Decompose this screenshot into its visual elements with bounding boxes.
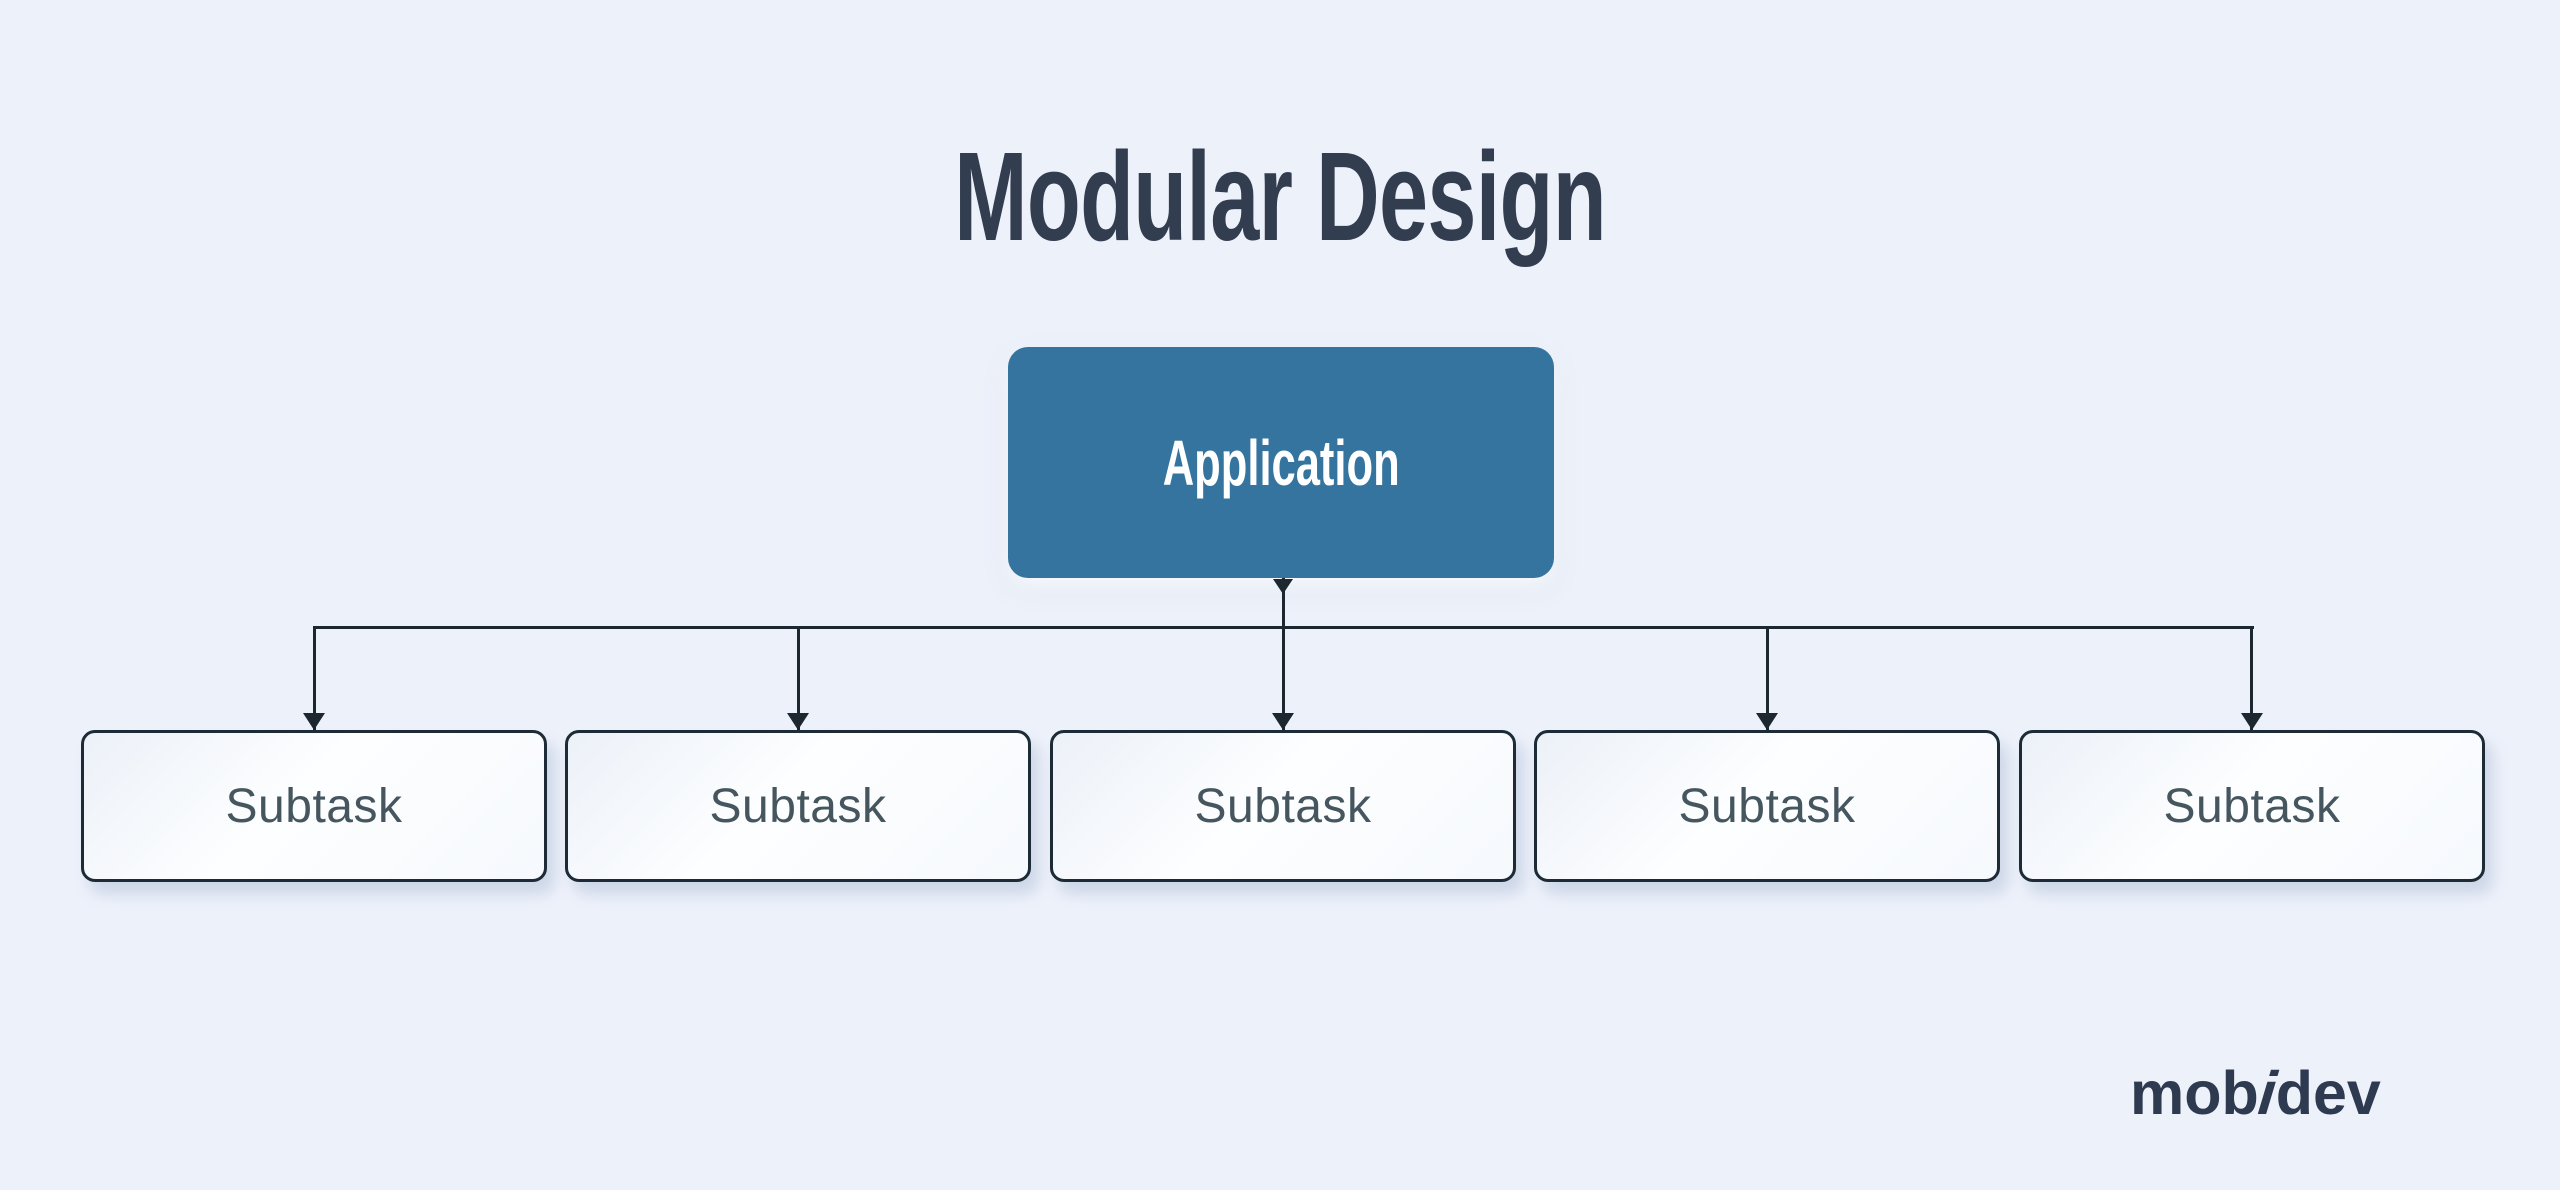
connector-drop-4 [1766, 626, 1769, 730]
mobidev-logo: mobidev [2130, 1058, 2400, 1128]
node-subtask-label: Subtask [1678, 779, 1856, 833]
connector-drop-1 [313, 626, 316, 730]
connector-drop-2 [797, 626, 800, 730]
node-subtask: Subtask [1534, 730, 2000, 882]
arrowhead-down-icon [2241, 713, 2263, 730]
arrowhead-down-icon [1756, 713, 1778, 730]
logo-prefix: mob [2130, 1059, 2259, 1127]
page-title: Modular Design [954, 126, 1606, 267]
connector-drop-5 [2250, 626, 2253, 730]
arrowhead-down-icon [1273, 579, 1293, 594]
node-application-label: Application [1162, 426, 1400, 499]
arrowhead-down-icon [787, 713, 809, 730]
node-subtask: Subtask [1050, 730, 1516, 882]
node-subtask-label: Subtask [225, 779, 403, 833]
connector-center-line [1282, 578, 1285, 730]
arrowhead-down-icon [1272, 713, 1294, 730]
node-subtask-label: Subtask [2163, 779, 2341, 833]
node-subtask: Subtask [565, 730, 1031, 882]
node-subtask: Subtask [2019, 730, 2485, 882]
node-subtask: Subtask [81, 730, 547, 882]
node-application: Application [1008, 347, 1554, 578]
node-subtask-label: Subtask [709, 779, 887, 833]
node-subtask-label: Subtask [1194, 779, 1372, 833]
logo-suffix: dev [2275, 1059, 2381, 1127]
arrowhead-down-icon [303, 713, 325, 730]
